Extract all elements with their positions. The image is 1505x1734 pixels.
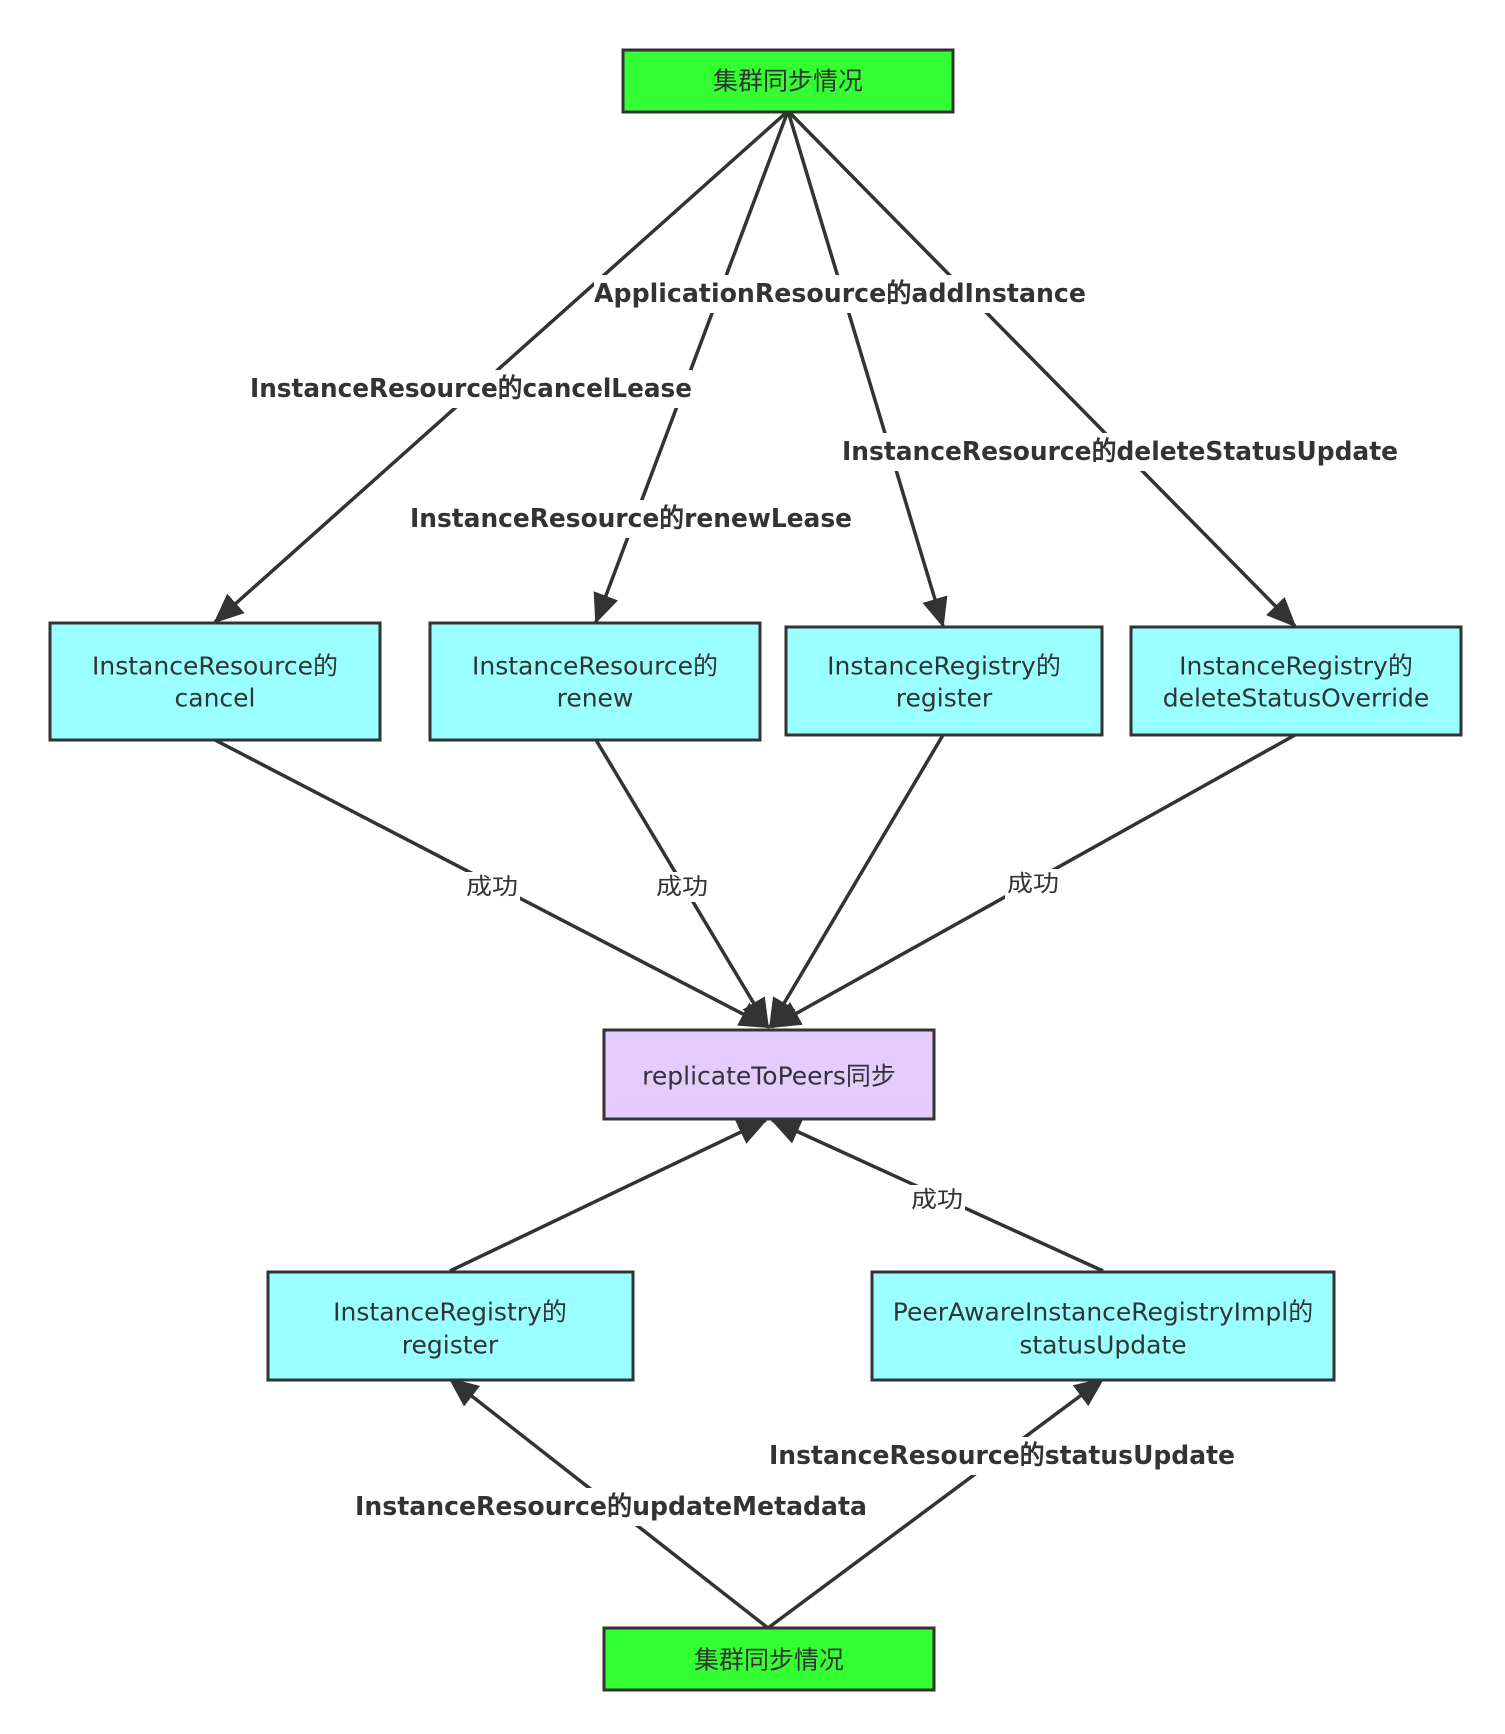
node-bottom-start[interactable]: 集群同步情况: [602, 1626, 936, 1692]
label-cancel-lease-text: InstanceResource的cancelLease: [250, 373, 692, 404]
node-delete-status-override-line-1: InstanceRegistry的: [1179, 652, 1413, 681]
node-register-bottom[interactable]: InstanceRegistry的 register: [266, 1270, 635, 1382]
edge-bottom-to-status-update: [766, 1377, 1105, 1630]
label-success-renew-text: 成功: [656, 874, 708, 900]
label-success-renew: 成功: [654, 872, 710, 902]
node-delete-status-override[interactable]: InstanceRegistry的 deleteStatusOverride: [1129, 625, 1463, 737]
node-status-update-line-1: PeerAwareInstanceRegistryImpl的: [893, 1298, 1313, 1327]
label-add-instance: ApplicationResource的addInstance: [594, 275, 1086, 313]
node-cancel[interactable]: InstanceResource的 cancel: [48, 621, 382, 742]
label-success-status-update: 成功: [909, 1185, 965, 1215]
edge-register-bottom-to-replicate: [449, 1118, 768, 1273]
edge-labels-layer: InstanceResource的cancelLease InstanceRes…: [250, 275, 1398, 1526]
node-register-top[interactable]: InstanceRegistry的 register: [784, 625, 1104, 737]
label-status-update: InstanceResource的statusUpdate: [769, 1437, 1235, 1475]
node-renew-line-2: renew: [557, 684, 634, 713]
label-renew-lease-text: InstanceResource的renewLease: [410, 503, 852, 534]
node-cancel-line-2: cancel: [175, 684, 256, 713]
node-register-bottom-line-1: InstanceRegistry的: [333, 1298, 567, 1327]
label-status-update-text: InstanceResource的statusUpdate: [769, 1440, 1235, 1471]
edge-top-to-delete-override: [786, 109, 1297, 628]
node-top-start-line-1: 集群同步情况: [713, 67, 863, 96]
node-replicate-to-peers[interactable]: replicateToPeers同步: [602, 1028, 936, 1121]
edge-top-to-renew: [593, 110, 790, 624]
node-renew-line-1: InstanceResource的: [472, 652, 718, 681]
node-renew[interactable]: InstanceResource的 renew: [428, 621, 762, 742]
label-delete-status-update: InstanceResource的deleteStatusUpdate: [842, 433, 1398, 471]
label-success-status-update-text: 成功: [911, 1187, 963, 1213]
node-replicate-to-peers-line-1: replicateToPeers同步: [642, 1062, 896, 1091]
label-update-metadata: InstanceResource的updateMetadata: [355, 1488, 867, 1526]
node-status-update[interactable]: PeerAwareInstanceRegistryImpl的 statusUpd…: [870, 1270, 1336, 1382]
edge-top-to-register-top: [786, 110, 948, 628]
label-add-instance-text: ApplicationResource的addInstance: [594, 278, 1086, 309]
node-register-bottom-line-2: register: [402, 1331, 499, 1360]
node-register-top-line-2: register: [896, 684, 993, 713]
label-success-delete-override-text: 成功: [1007, 871, 1059, 897]
edge-top-to-cancel: [213, 109, 790, 624]
label-renew-lease: InstanceResource的renewLease: [410, 500, 852, 538]
node-cancel-line-1: InstanceResource的: [92, 652, 338, 681]
node-bottom-start-line-1: 集群同步情况: [694, 1646, 844, 1675]
edge-register-top-to-replicate: [768, 734, 945, 1029]
node-delete-status-override-line-2: deleteStatusOverride: [1163, 684, 1430, 713]
label-success-cancel: 成功: [464, 872, 520, 902]
nodes-layer: 集群同步情况 InstanceResource的 cancel Instance…: [48, 48, 1463, 1692]
label-update-metadata-text: InstanceResource的updateMetadata: [355, 1491, 867, 1522]
label-delete-status-update-text: InstanceResource的deleteStatusUpdate: [842, 436, 1398, 467]
edges-layer: [213, 109, 1297, 1630]
label-success-cancel-text: 成功: [466, 874, 518, 900]
node-top-start[interactable]: 集群同步情况: [621, 48, 955, 114]
node-register-top-line-1: InstanceRegistry的: [827, 652, 1061, 681]
label-success-delete-override: 成功: [1005, 869, 1061, 899]
label-cancel-lease: InstanceResource的cancelLease: [250, 370, 692, 408]
node-status-update-line-2: statusUpdate: [1019, 1331, 1186, 1360]
